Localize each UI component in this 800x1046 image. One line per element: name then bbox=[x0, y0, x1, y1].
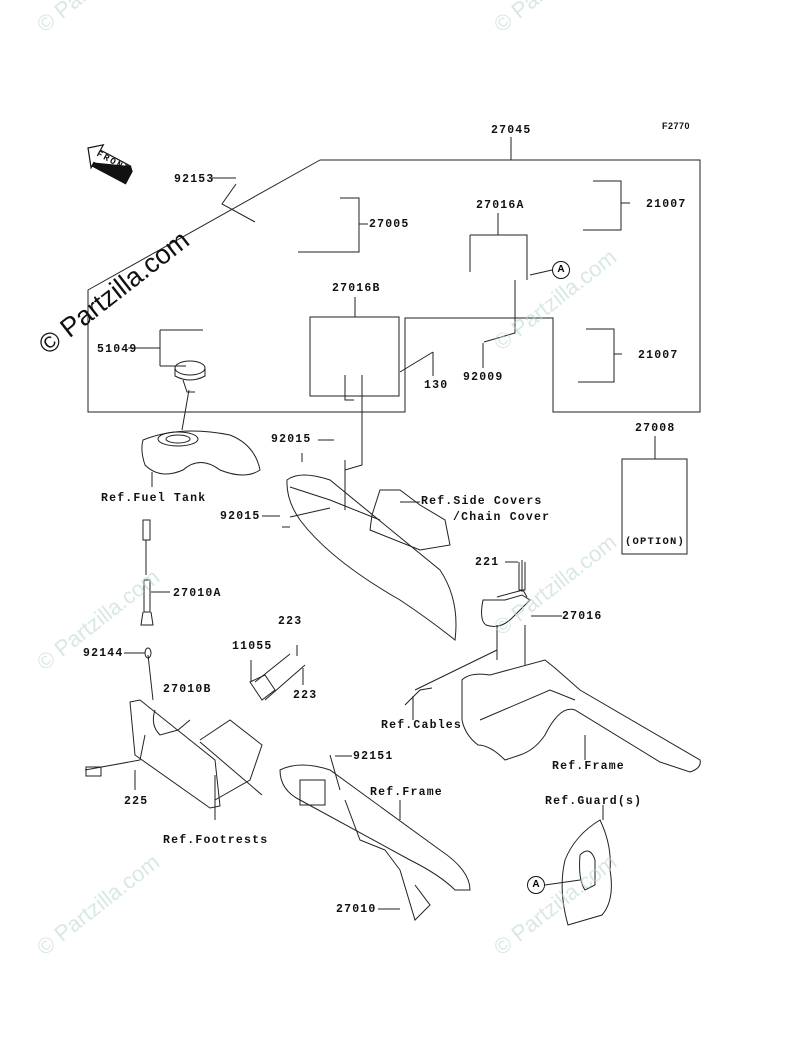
callout-223-top[interactable]: 223 bbox=[278, 615, 303, 628]
bracket-27016A bbox=[469, 213, 528, 280]
callout-27005[interactable]: 27005 bbox=[369, 218, 410, 231]
bracket-21007-bottom bbox=[578, 328, 622, 383]
leader-27016A-lock bbox=[483, 280, 516, 343]
callout-130[interactable]: 130 bbox=[424, 379, 449, 392]
callout-21007-bottom[interactable]: 21007 bbox=[638, 349, 679, 362]
callout-92015-bottom[interactable]: 92015 bbox=[220, 510, 261, 523]
callout-11055[interactable]: 11055 bbox=[232, 640, 273, 653]
ref-guards[interactable]: Ref.Guard(s) bbox=[545, 795, 643, 808]
callout-92153[interactable]: 92153 bbox=[174, 173, 215, 186]
callout-27010B[interactable]: 27010B bbox=[163, 683, 212, 696]
callout-27016B[interactable]: 27016B bbox=[332, 282, 381, 295]
ref-side-covers[interactable]: Ref.Side Covers bbox=[421, 495, 543, 508]
ref-chain-cover[interactable]: /Chain Cover bbox=[453, 511, 551, 524]
leader-A-top bbox=[529, 269, 553, 276]
callout-92009[interactable]: 92009 bbox=[463, 371, 504, 384]
callout-221[interactable]: 221 bbox=[475, 556, 500, 569]
box-27016B bbox=[309, 316, 400, 397]
ref-frame-mid[interactable]: Ref.Frame bbox=[370, 786, 443, 799]
figure-code: F2770 bbox=[662, 121, 691, 131]
ref-fuel-tank[interactable]: Ref.Fuel Tank bbox=[101, 492, 207, 505]
callout-27016A[interactable]: 27016A bbox=[476, 199, 525, 212]
bracket-27005 bbox=[298, 197, 368, 253]
leader-130 bbox=[399, 351, 434, 376]
ref-frame-right[interactable]: Ref.Frame bbox=[552, 760, 625, 773]
clamp-11055 bbox=[249, 674, 276, 701]
ref-cables[interactable]: Ref.Cables bbox=[381, 719, 463, 732]
callout-92015-top[interactable]: 92015 bbox=[271, 433, 312, 446]
bracket-21007-top bbox=[583, 180, 630, 231]
bolt-221 bbox=[505, 560, 526, 592]
option-label: (OPTION) bbox=[625, 536, 686, 548]
callout-27016[interactable]: 27016 bbox=[562, 610, 603, 623]
bracket-27016 bbox=[481, 594, 531, 627]
bracket-51049 bbox=[128, 329, 203, 367]
fuel-cap bbox=[174, 360, 206, 376]
side-cover bbox=[286, 474, 457, 641]
callout-92151[interactable]: 92151 bbox=[353, 750, 394, 763]
callout-27045[interactable]: 27045 bbox=[491, 124, 532, 137]
callout-27010A[interactable]: 27010A bbox=[173, 587, 222, 600]
callout-92144[interactable]: 92144 bbox=[83, 647, 124, 660]
fuel-tank bbox=[141, 430, 261, 476]
ref-footrests[interactable]: Ref.Footrests bbox=[163, 834, 269, 847]
footrest-plate bbox=[129, 699, 221, 809]
reference-marker-a: A bbox=[527, 876, 545, 894]
callout-225[interactable]: 225 bbox=[124, 795, 149, 808]
kit-27045-outline bbox=[87, 137, 701, 413]
guard bbox=[561, 819, 612, 926]
mid-frame-tube bbox=[279, 764, 471, 891]
front-arrow-icon bbox=[87, 143, 133, 185]
callout-21007-top[interactable]: 21007 bbox=[646, 198, 687, 211]
callout-27008[interactable]: 27008 bbox=[635, 422, 676, 435]
switch-27010A bbox=[140, 519, 154, 626]
callout-223-bottom[interactable]: 223 bbox=[293, 689, 318, 702]
reference-marker-a: A bbox=[552, 261, 570, 279]
leader-92153 bbox=[212, 177, 256, 223]
callout-51049[interactable]: 51049 bbox=[97, 343, 138, 356]
callout-27010[interactable]: 27010 bbox=[336, 903, 377, 916]
rear-frame bbox=[461, 659, 701, 773]
